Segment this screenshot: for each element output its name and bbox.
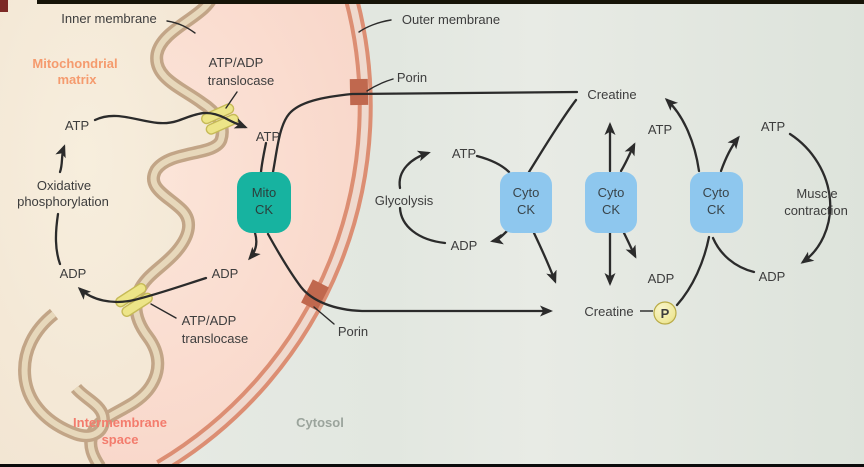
cyto-ck-box-1: Cyto CK	[500, 172, 552, 233]
intermembrane-label-line1: Intermembrane	[73, 415, 167, 430]
adp-matrix-label: ADP	[60, 266, 87, 281]
line-atp-to-cytock1	[475, 154, 511, 174]
matrix-label-line1: Mitochondrial	[32, 56, 117, 71]
bottom-edge-strip	[0, 464, 864, 467]
arrow-oxphos-to-atp	[55, 144, 66, 174]
line-atp-to-mitock	[259, 141, 268, 174]
arrow-cytock1-to-adp	[490, 229, 509, 245]
atp-glycolysis-label: ATP	[452, 146, 476, 161]
cyto-ck1-label-line2: CK	[517, 202, 535, 217]
cyto-ck1-label-line1: Cyto	[513, 185, 540, 200]
porin-top	[349, 78, 369, 106]
mito-ck-box: Mito CK	[237, 172, 291, 233]
cropped-corner-mark	[0, 0, 8, 12]
line-creatine-to-mitock	[271, 90, 579, 174]
cytosol-label: Cytosol	[296, 415, 344, 430]
line-creatinep-to-cytock3	[675, 235, 711, 307]
leader-translocase-bottom	[150, 303, 177, 319]
atp-cytock2-label: ATP	[648, 122, 672, 137]
adp-glycolysis-label: ADP	[451, 238, 478, 253]
phosphate-badge: P	[640, 301, 677, 325]
oxphos-label-line1: Oxidative	[37, 178, 91, 193]
arrow-glycolysis-to-atp	[398, 150, 431, 190]
adp-intermembrane-label: ADP	[212, 266, 239, 281]
arrow-atp-through-translocase	[93, 111, 248, 129]
atp-matrix-label: ATP	[65, 118, 89, 133]
muscle-label-line2: contraction	[784, 203, 848, 218]
inner-membrane	[18, 0, 229, 467]
atp-intermembrane-label: ATP	[256, 129, 280, 144]
translocase-top-label-line1: ATP/ADP	[209, 55, 264, 70]
intermembrane-label-line2: space	[102, 432, 139, 447]
mitochondrial-matrix-region	[0, 0, 223, 467]
matrix-label-line2: matrix	[57, 72, 97, 87]
glycolysis-label: Glycolysis	[375, 193, 434, 208]
translocase-top-label-line2: translocase	[208, 73, 274, 88]
arrow-cytock3-to-atp	[719, 135, 740, 173]
mito-ck-label-line2: CK	[255, 202, 273, 217]
porin-bottom	[301, 279, 329, 311]
creatine-label: Creatine	[587, 87, 636, 102]
muscle-label-line1: Muscle	[796, 186, 837, 201]
arrow-atp-to-adp-muscle	[788, 132, 832, 264]
mito-ck-label-line1: Mito	[252, 185, 277, 200]
line-adp-to-cytock3	[711, 236, 756, 274]
creatine-p-label: Creatine	[584, 304, 633, 319]
cyto-ck-box-2: Cyto CK	[585, 172, 637, 233]
oxphos-label-line2: phosphorylation	[17, 194, 109, 209]
outer-membrane	[156, 0, 373, 467]
translocase-bottom-label-line1: ATP/ADP	[182, 313, 237, 328]
leader-porin-bottom	[313, 306, 335, 325]
translocase-bottom-label-line2: translocase	[182, 331, 248, 346]
leader-lines	[150, 19, 394, 325]
arrow-cytock3-to-creatine	[664, 97, 701, 173]
adp-cytock2-label: ADP	[648, 271, 675, 286]
arrow-mitock-to-adp	[248, 231, 261, 261]
reaction-arrows	[54, 90, 832, 317]
adp-muscle-label: ADP	[759, 269, 786, 284]
line-adp-to-glycolysis	[398, 206, 447, 245]
outer-membrane-label: Outer membrane	[402, 12, 500, 27]
arrow-cytock2-to-adp	[622, 231, 637, 259]
porin-top-label: Porin	[397, 70, 427, 85]
leader-inner-membrane	[166, 20, 196, 34]
atp-muscle-label: ATP	[761, 119, 785, 134]
leader-translocase-top	[225, 91, 238, 109]
inner-membrane-label: Inner membrane	[61, 11, 156, 26]
leader-outer-membrane	[358, 19, 392, 33]
cropped-title-strip	[37, 0, 864, 4]
line-cytock1-to-creatine	[527, 98, 578, 174]
arrow-mitock-to-creatinep	[266, 232, 553, 317]
cyto-ck2-label-line2: CK	[602, 202, 620, 217]
phosphate-label: P	[661, 306, 670, 321]
cyto-ck-box-3: Cyto CK	[690, 172, 743, 233]
cyto-ck3-label-line1: Cyto	[703, 185, 730, 200]
cyto-ck2-label-line1: Cyto	[598, 185, 625, 200]
porin-bottom-label: Porin	[338, 324, 368, 339]
arrow-cytock1-to-creatinep	[532, 231, 557, 284]
arrow-cytock2-to-atp	[619, 142, 636, 173]
leader-porin-top	[366, 78, 394, 92]
arrow-adp-through-translocase	[77, 276, 208, 304]
line-adp-to-oxphos	[54, 212, 62, 266]
cyto-ck3-label-line2: CK	[707, 202, 725, 217]
